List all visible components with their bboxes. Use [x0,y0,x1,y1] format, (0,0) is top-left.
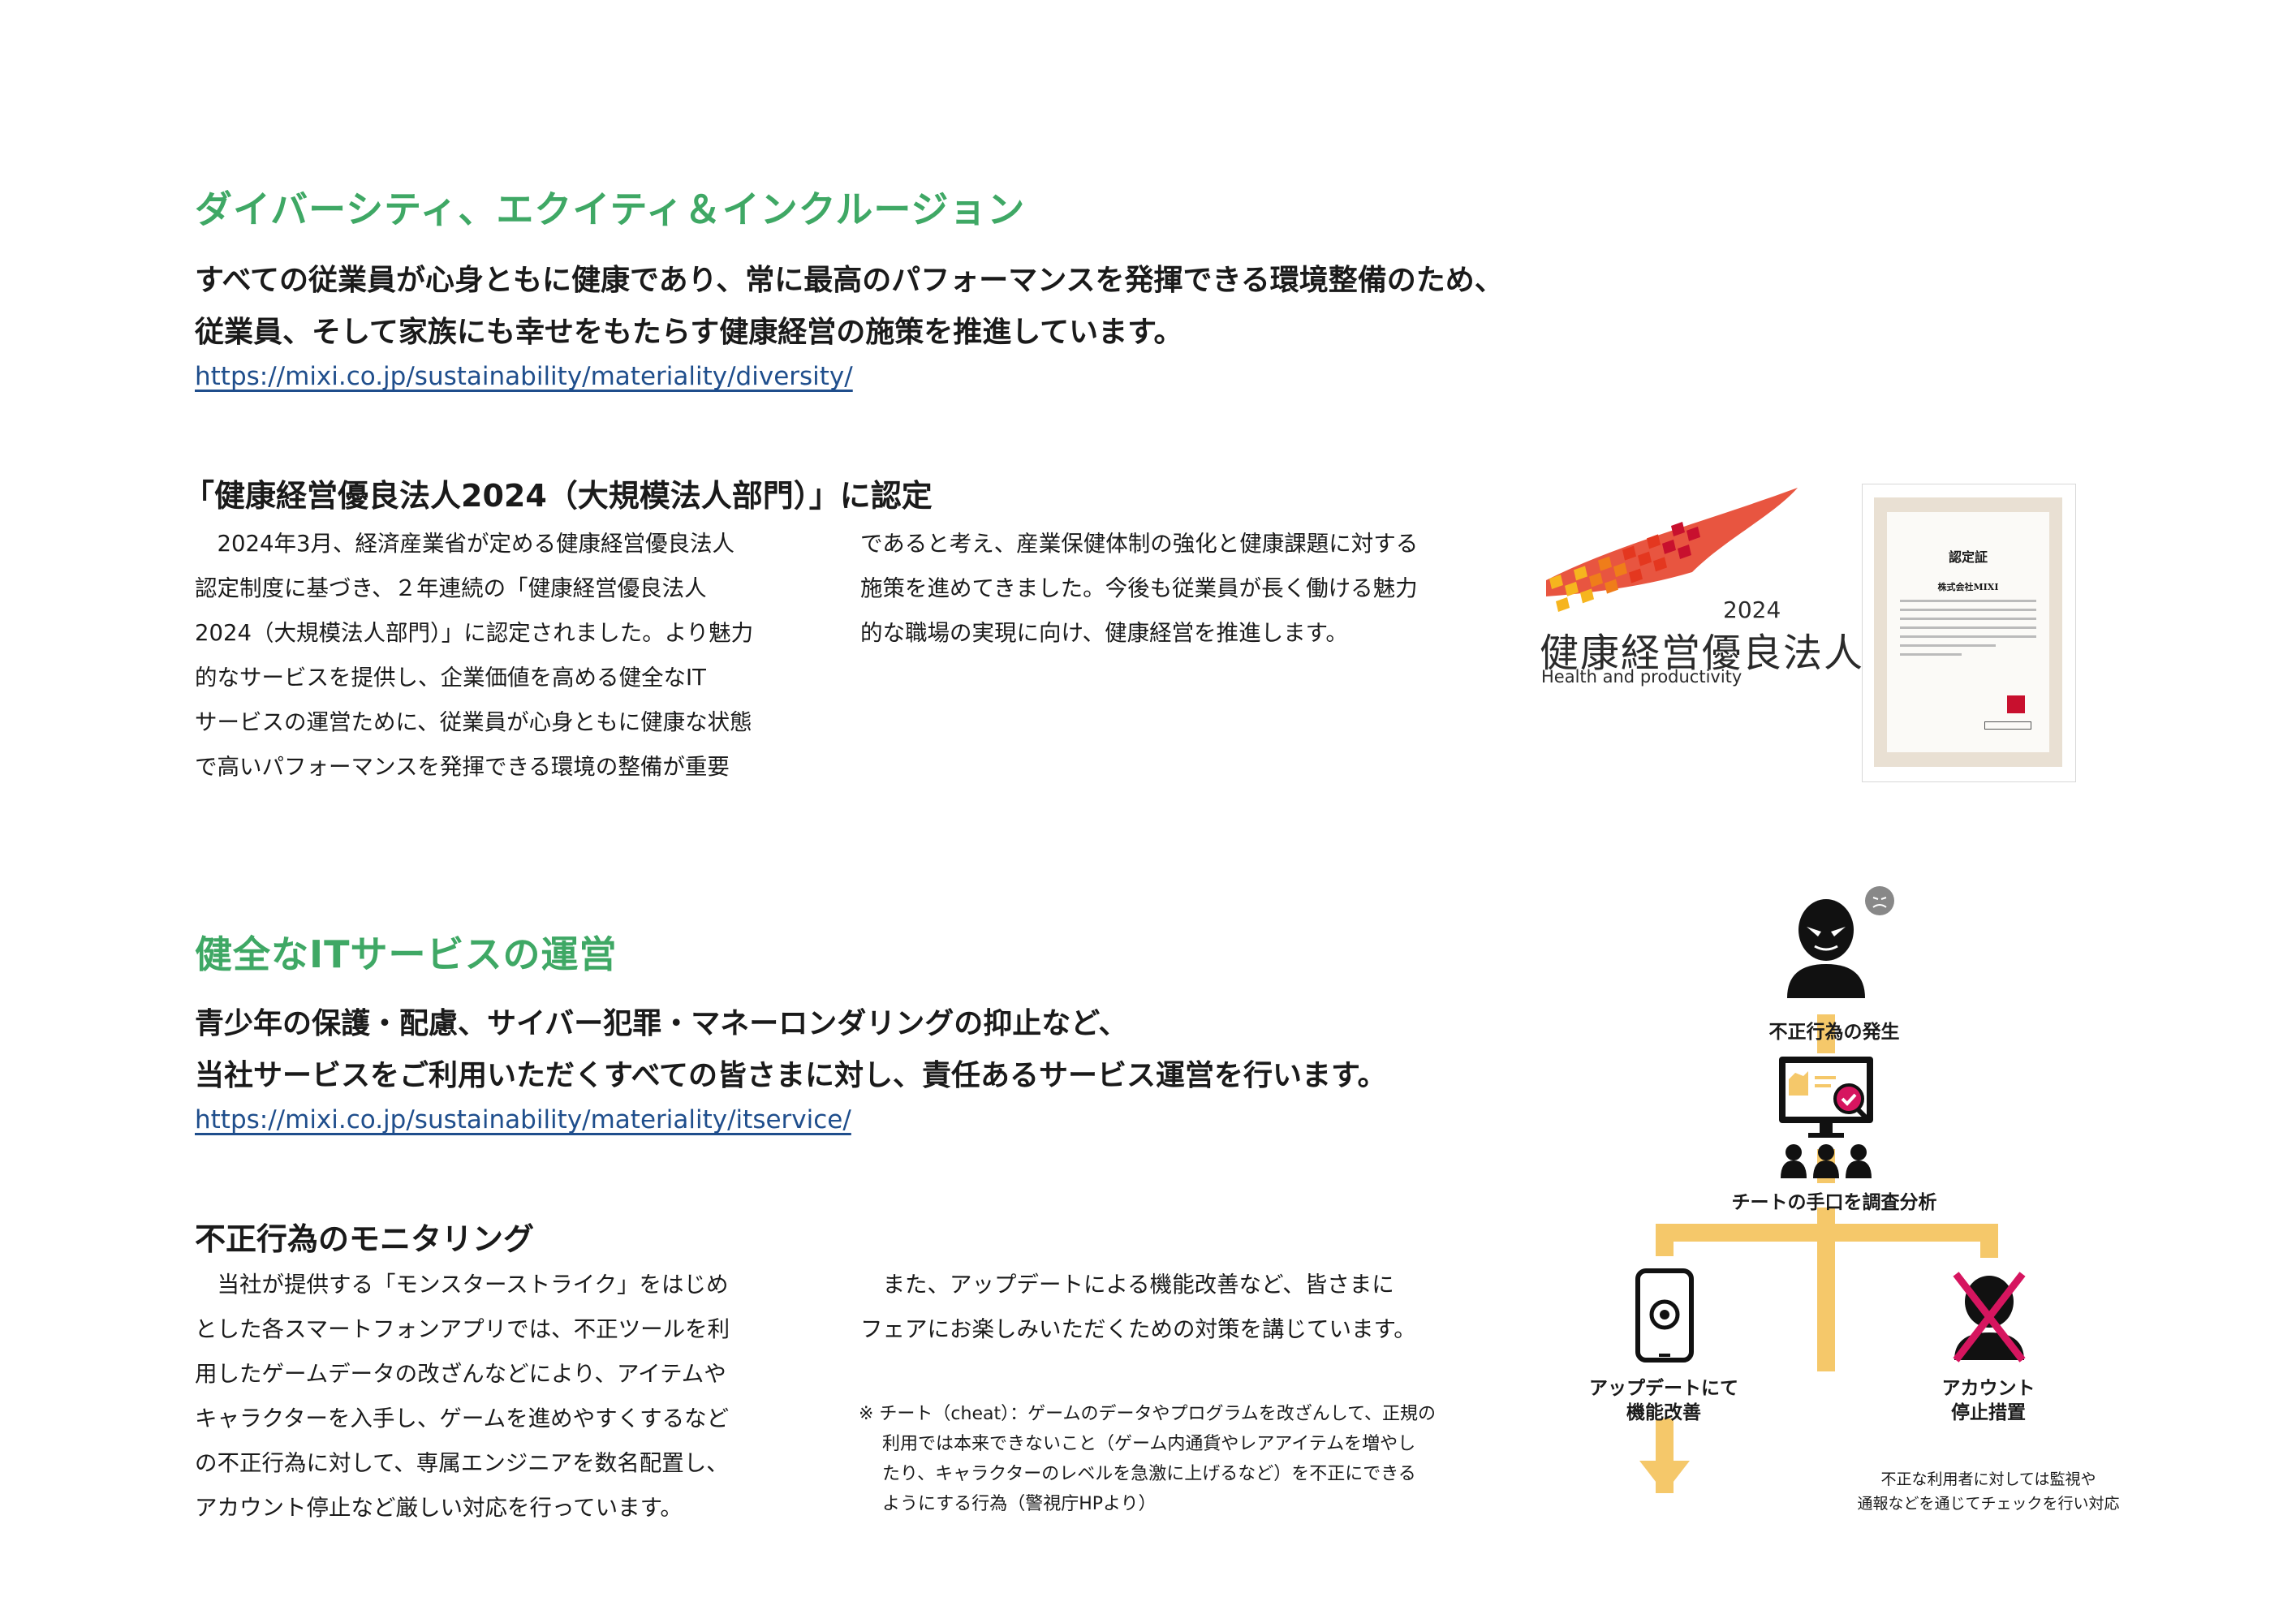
logo-check-tile [1565,581,1579,596]
cheat-footnote-line-3: たり、キャラクターのレベルを急激に上げるなど）を不正にできる [859,1464,1416,1484]
health-body-left-line-2: 認定制度に基づき、２年連続の「健康経営優良法人 [195,575,707,601]
monitoring-body-left-line-1: 当社が提供する「モンスターストライク」をはじめ [195,1272,729,1298]
analysis-monitor-icon [1779,1057,1873,1138]
dei-lead: すべての従業員が心身ともに健康であり、常に最高のパフォーマンスを発揮できる環境整… [195,255,1504,359]
certificate-text-lines [1900,600,2036,662]
logo-check-tile [1580,588,1594,604]
monitoring-body-left-line-2: とした各スマートフォンアプリでは、不正ツールを利 [195,1316,730,1342]
monitoring-body-right-line-2: フェアにお楽しみいただくための対策を講じています。 [860,1316,1416,1342]
flow-branch-update: アップデートにて 機能改善 [1558,1376,1769,1425]
logo-name-en: Health and productivity [1541,667,1742,687]
team-icon [1781,1144,1872,1178]
logo-check-tile [1549,575,1563,589]
certificate-image: 認定証 株式会社MIXI [1862,484,2076,782]
flow-footnote-line-1: 不正な利用者に対しては監視や [1880,1470,2096,1488]
logo-check-tile [1629,568,1643,583]
it-lead-line-2: 当社サービスをご利用いただくすべての皆さまに対し、責任あるサービス運営を行います… [195,1059,1387,1092]
flag-mark-icon [1546,488,1798,612]
certificate-company: 株式会社MIXI [1937,582,1999,592]
logo-check-tile [1605,579,1618,594]
it-lead: 青少年の保護・配慮、サイバー犯罪・マネーロンダリングの抑止など、 当社サービスを… [195,998,1386,1102]
bad-face-badge-icon [1865,886,1894,915]
monitoring-body-right-line-1: また、アップデートによる機能改善など、皆さまに [860,1272,1394,1298]
cheat-response-flow-diagram [1613,886,2047,1493]
health-body-left-line-1: 2024年3月、経済産業省が定める健康経営優良法人 [195,531,734,557]
certificate-issuer-mark [1984,721,2031,730]
logo-check-tile [1574,566,1587,581]
flow-branch-suspend-line-2: 停止措置 [1951,1402,2026,1423]
flow-footnote: 不正な利用者に対しては監視や 通報などを通じてチェックを行い対応 [1826,1467,2151,1516]
banned-account-icon [1953,1272,2026,1363]
flow-branch-update-line-2: 機能改善 [1626,1402,1701,1423]
monitoring-body-left-line-3: 用したゲームデータの改ざんなどにより、アイテムや [195,1361,726,1387]
it-lead-line-1: 青少年の保護・配慮、サイバー犯罪・マネーロンダリングの抑止など、 [195,1007,1128,1040]
logo-check-tile [1662,539,1676,554]
monitoring-body-right: また、アップデートによる機能改善など、皆さまにフェアにお楽しみいただくための対策… [860,1263,1416,1352]
monitoring-body-left-line-6: アカウント停止など厳しい対応を行っています。 [195,1495,683,1521]
certificate-paper: 認定証 株式会社MIXI [1887,512,2049,752]
health-body-right-line-3: 的な職場の実現に向け、健康経営を推進します。 [860,620,1348,646]
cheat-footnote: ※ チート（cheat）：ゲームのデータやプログラムを改ざんして、正規の 利用で… [859,1399,1436,1519]
logo-check-tile [1686,526,1700,541]
flow-step-analysis: チートの手口を調査分析 [1731,1192,1937,1213]
health-body-left: 2024年3月、経済産業省が定める健康経営優良法人認定制度に基づき、２年連続の「… [195,522,753,790]
logo-check-tile [1613,562,1627,578]
health-body-right: であると考え、産業保健体制の強化と健康課題に対する施策を進めてきました。今後も従… [860,522,1418,656]
logo-check-tile [1653,557,1667,572]
dei-lead-line-2: 従業員、そして家族にも幸せをもたらす健康経営の施策を推進しています。 [195,316,1183,349]
health-body-left-line-4: 的なサービスを提供し、企業価値を高める健全なIT [195,665,706,691]
logo-check-tile [1647,534,1661,549]
health-body-left-line-3: 2024（大規模法人部門）」に認定されました。より魅力 [195,620,754,646]
logo-check-tile [1589,572,1603,588]
flow-branch-suspend-line-1: アカウント [1941,1378,2035,1399]
cheat-footnote-line-1: ※ チート（cheat）：ゲームのデータやプログラムを改ざんして、正規の [859,1404,1437,1424]
health-body-left-line-6: で高いパフォーマンスを発揮できる環境の整備が重要 [195,754,730,780]
health-body-right-line-2: 施策を進めてきました。今後も従業員が長く働ける魅力 [860,575,1418,601]
monitoring-body-left-line-5: の不正行為に対して、専属エンジニアを数名配置し、 [195,1450,729,1476]
it-link[interactable]: https://mixi.co.jp/sustainability/materi… [195,1105,851,1134]
it-heading: 健全なITサービスの運営 [195,932,618,976]
cheat-footnote-line-4: ようにする行為（警視庁HPより） [859,1494,1157,1514]
logo-check-tile [1556,597,1570,612]
dei-heading: ダイバーシティ、エクイティ＆インクルージョン [195,187,1026,231]
logo-check-tile [1598,556,1612,571]
flow-footnote-line-2: 通報などを通じてチェックを行い対応 [1857,1495,2120,1513]
dei-lead-line-1: すべての従業員が心身ともに健康であり、常に最高のパフォーマンスを発揮できる環境整… [195,264,1504,297]
logo-check-tile [1671,522,1685,536]
logo-year: 2024 [1723,596,1781,623]
logo-check-tile [1622,545,1636,561]
health-body-right-line-1: であると考え、産業保健体制の強化と健康課題に対する [860,531,1419,557]
flow-step-occurrence: 不正行為の発生 [1768,1022,1900,1043]
hacker-icon [1787,899,1865,998]
smartphone-update-icon [1635,1268,1694,1363]
monitoring-body-left-line-4: キャラクターを入手し、ゲームを進めやすくするなど [195,1406,730,1431]
logo-name-jp: 健康経営優良法人 [1540,631,1865,676]
monitoring-body-left: 当社が提供する「モンスターストライク」をはじめとした各スマートフォンアプリでは、… [195,1263,730,1530]
cheat-footnote-line-2: 利用では本来できないこと（ゲーム内通貨やレアアイテムを増やし [859,1434,1416,1454]
dei-link[interactable]: https://mixi.co.jp/sustainability/materi… [195,362,853,391]
health-productivity-logo: 2024 健康経営優良法人 Health and productivity [1530,483,1863,687]
certificate-seal [2007,695,2025,713]
flow-branch-update-line-1: アップデートにて [1589,1378,1738,1399]
flow-branch-suspend: アカウント 停止措置 [1883,1376,2094,1425]
logo-check-tile [1678,545,1691,559]
health-heading: 「健康経営優良法人2024（大規模法人部門）」に認定 [183,478,933,514]
certificate-title: 認定証 [1948,549,1988,565]
logo-check-tile [1638,551,1652,566]
monitoring-heading: 不正行為のモニタリング [195,1221,535,1257]
health-body-left-line-5: サービスの運営ために、従業員が心身ともに健康な状態 [195,709,752,735]
